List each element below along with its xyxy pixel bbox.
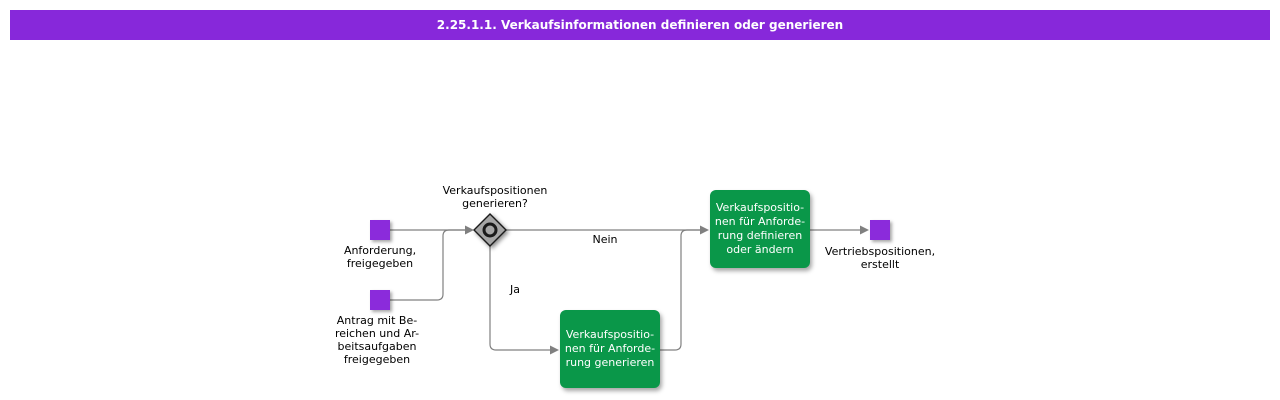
start-event-anforderung[interactable]	[370, 220, 390, 240]
connector-start2-to-gateway	[390, 229, 465, 301]
gateway-question-label: Verkaufspositionen generieren?	[442, 184, 548, 210]
gateway-decision-node[interactable]	[473, 213, 507, 247]
edge-label-nein: Nein	[592, 233, 618, 246]
gateway-diamond-icon	[473, 213, 507, 247]
diagram-title: 2.25.1.1. Verkaufsinformationen definier…	[436, 18, 844, 32]
arrowhead-into-task-define	[700, 225, 709, 235]
connector-ja	[489, 246, 550, 351]
end-event-vertriebspositionen[interactable]	[870, 220, 890, 240]
gateway-ring-icon	[482, 222, 498, 238]
end-event-label: Vertriebspositionen, erstellt	[824, 245, 936, 271]
arrowhead-into-task-generate	[550, 345, 559, 355]
task-generate[interactable]: Verkaufspositio- nen für Anforde- rung g…	[560, 310, 660, 388]
arrowhead-into-gateway	[465, 225, 474, 235]
start-event-antrag[interactable]	[370, 290, 390, 310]
task-define-or-change[interactable]: Verkaufspositio- nen für Anforde- rung d…	[710, 190, 810, 268]
start-event-anforderung-label: Anforderung, freigegeben	[343, 244, 417, 270]
arrowhead-into-end-event	[860, 225, 869, 235]
start-event-antrag-label: Antrag mit Be- reichen und Ar- beitsaufg…	[334, 314, 420, 366]
edge-label-ja: Ja	[510, 283, 520, 296]
diagram-title-bar: 2.25.1.1. Verkaufsinformationen definier…	[10, 10, 1270, 40]
connector-generate-to-define	[660, 229, 700, 351]
